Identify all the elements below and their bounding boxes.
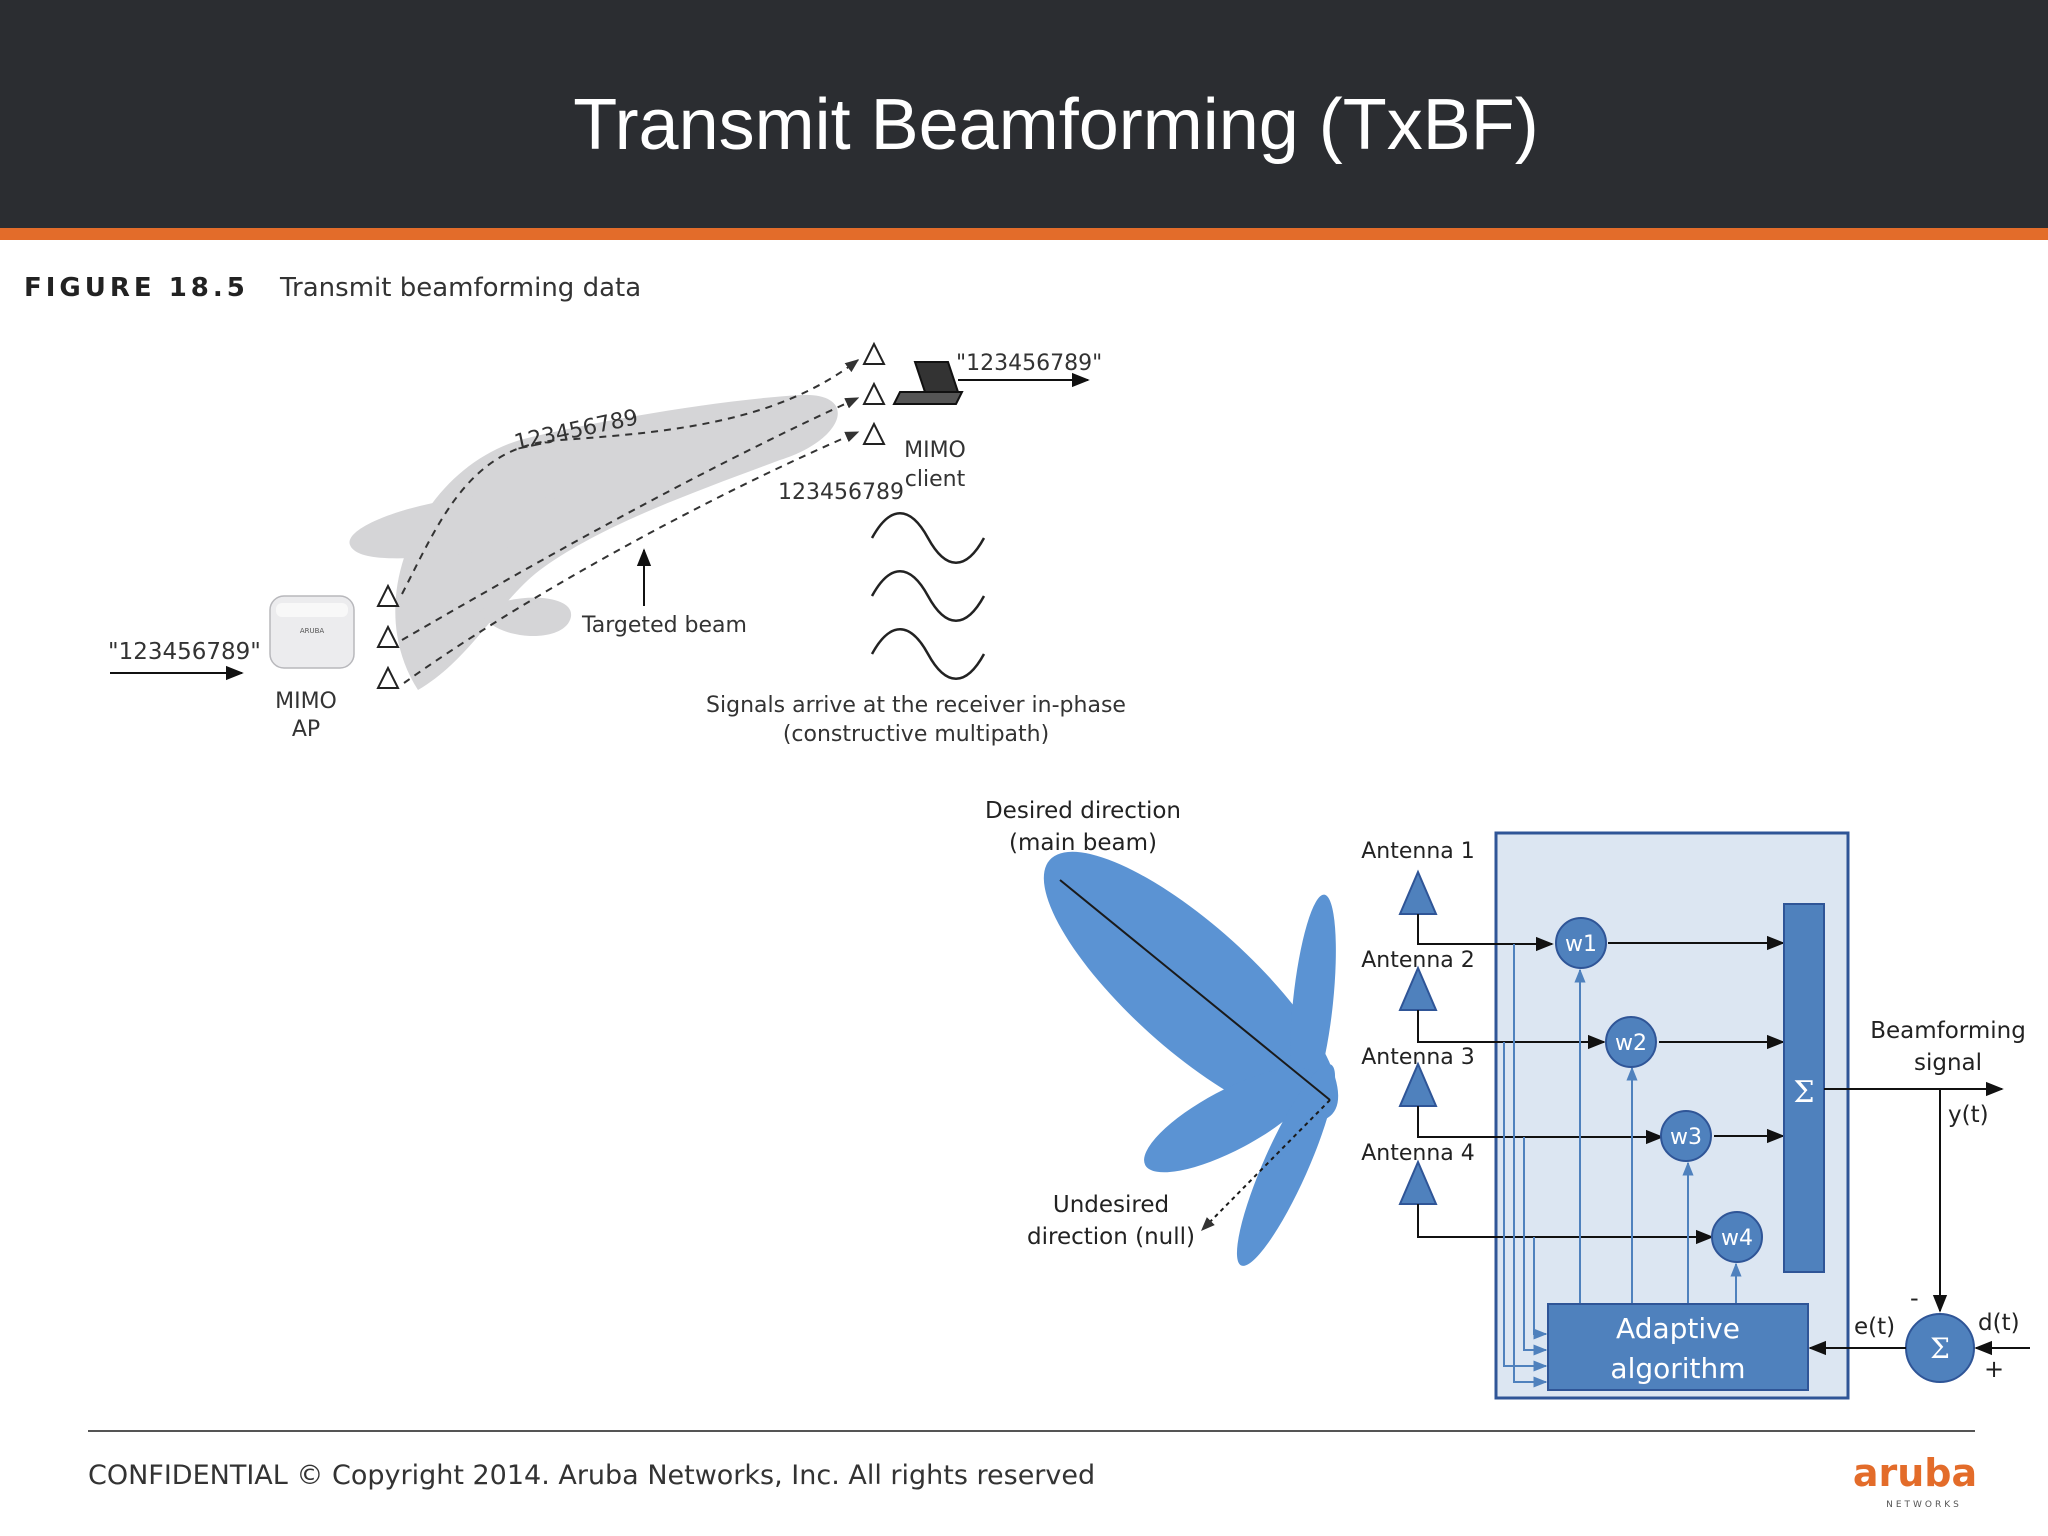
error-summer-symbol: Σ — [1930, 1332, 1950, 1365]
algorithm-input-lines — [1503, 944, 1548, 1388]
weight-output-lines — [1608, 935, 1785, 1144]
title-bar — [0, 0, 2048, 228]
weight-w1: w1 — [1565, 932, 1597, 957]
in-phase-waves — [870, 512, 986, 680]
beamforming-signal-line2: signal — [1914, 1050, 1982, 1076]
weight-nodes — [1555, 917, 1763, 1263]
undesired-direction-line2: direction (null) — [1027, 1224, 1195, 1250]
undesired-direction-line1: Undesired — [1053, 1192, 1169, 1218]
antenna-icons — [1398, 869, 1438, 1205]
access-point-icon: ARUBA — [269, 595, 355, 669]
d-t-label: d(t) — [1978, 1310, 2020, 1336]
weight-control-lines — [1574, 968, 1742, 1303]
output-data-label: "123456789" — [956, 351, 1102, 376]
summation-symbol: Σ — [1793, 1075, 1814, 1110]
ap-label-line2: AP — [292, 717, 320, 742]
null-direction-line — [1201, 1099, 1331, 1231]
targeted-beam-label: Targeted beam — [581, 613, 747, 638]
figure-label: FIGURE 18.5 — [24, 273, 249, 303]
client-label-line2: client — [905, 467, 966, 492]
summation-block — [1783, 903, 1825, 1273]
y-t-label: y(t) — [1948, 1102, 1989, 1128]
slide-title: Transmit Beamforming (TxBF) — [573, 85, 1539, 165]
footer-divider — [88, 1430, 1975, 1432]
client-label-line1: MIMO — [904, 438, 966, 463]
svg-text:ARUBA: ARUBA — [300, 627, 325, 635]
antenna-1-label: Antenna 1 — [1361, 839, 1475, 864]
client-antenna-icons — [862, 341, 886, 445]
signals-caption-line1: Signals arrive at the receiver in-phase — [706, 693, 1126, 718]
main-beam-axis — [1059, 879, 1331, 1101]
targeted-beam-shape — [349, 394, 838, 690]
e-t-label: e(t) — [1854, 1314, 1895, 1340]
ap-label-line1: MIMO — [275, 689, 337, 714]
weight-w2: w2 — [1615, 1031, 1647, 1056]
weight-w4: w4 — [1721, 1226, 1753, 1251]
beamforming-signal-line1: Beamforming — [1870, 1018, 2026, 1044]
ap-antenna-icons — [376, 583, 400, 689]
accent-stripe — [0, 228, 2048, 240]
figure-caption: Transmit beamforming data — [279, 273, 641, 303]
input-data-label: "123456789" — [108, 639, 261, 665]
signal-paths — [401, 359, 860, 684]
path-label-lower: 123456789 — [778, 480, 904, 505]
svg-text:aruba: aruba — [1853, 1451, 1977, 1495]
desired-direction-line1: Desired direction — [985, 798, 1181, 824]
plus-sign: + — [1984, 1355, 2004, 1383]
aruba-logo: aruba NETWORKS — [1853, 1451, 1977, 1510]
adaptive-algorithm-block — [1547, 1303, 1809, 1391]
svg-text:NETWORKS: NETWORKS — [1886, 1500, 1962, 1510]
beamforming-figure: FIGURE 18.5 Transmit beamforming data "1… — [24, 273, 2030, 1400]
weight-w3: w3 — [1670, 1125, 1702, 1150]
desired-direction-line2: (main beam) — [1009, 830, 1157, 856]
footer-copyright: CONFIDENTIAL © Copyright 2014. Aruba Net… — [88, 1460, 1096, 1491]
weight-labels: w1 w2 w3 w4 — [1565, 932, 1753, 1251]
adaptive-algorithm-line2: algorithm — [1610, 1352, 1745, 1385]
laptop-icon — [892, 361, 964, 405]
minus-sign: - — [1910, 1284, 1919, 1312]
adaptive-algorithm-line1: Adaptive — [1616, 1312, 1740, 1345]
signals-caption-line2: (constructive multipath) — [783, 722, 1049, 747]
